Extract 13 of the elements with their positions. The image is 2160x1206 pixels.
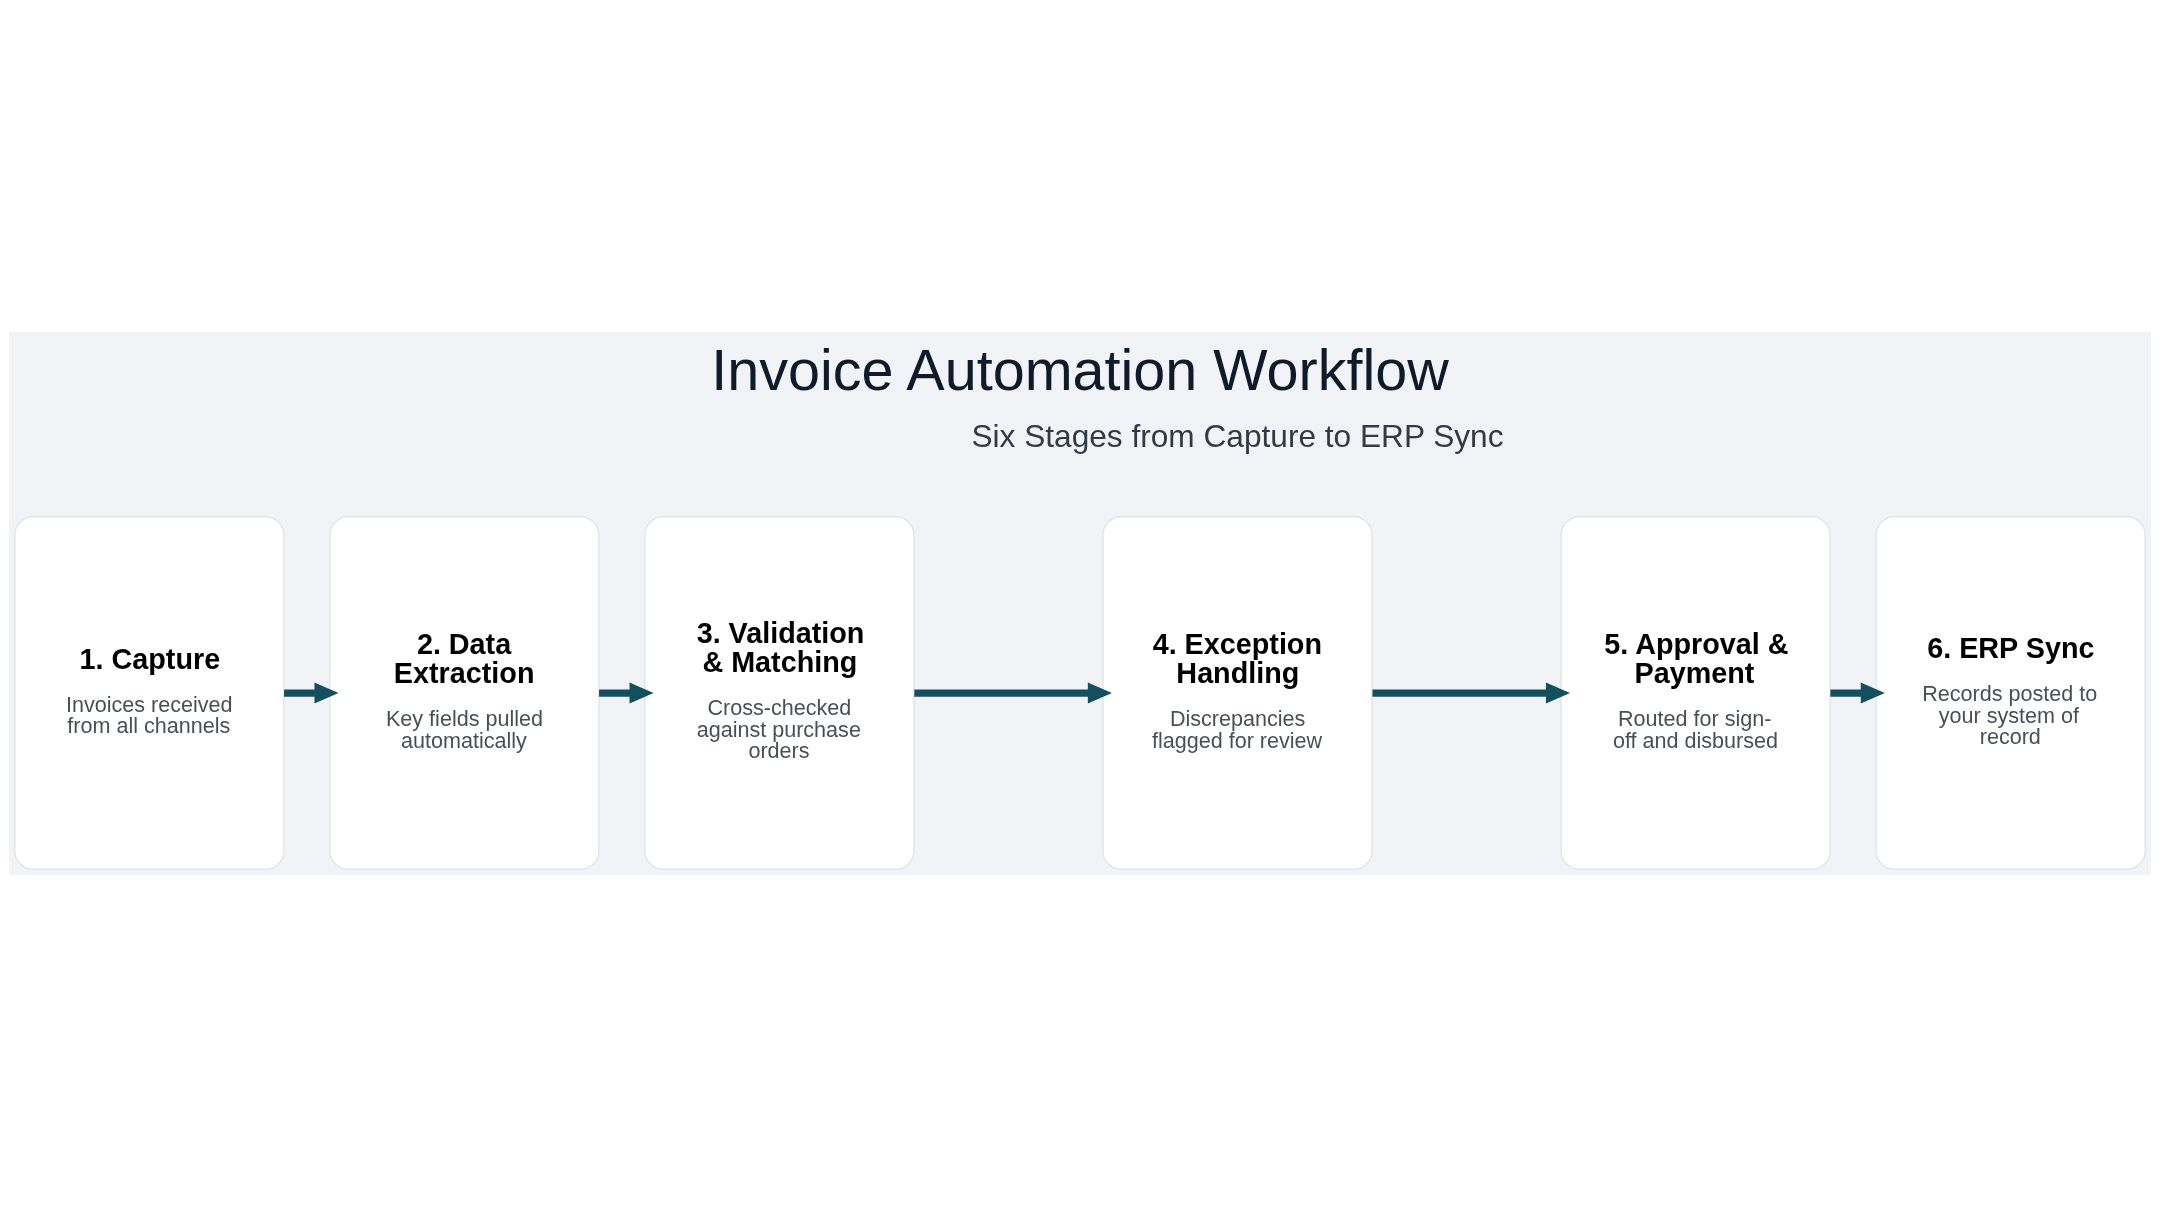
diagram-title: Invoice Automation Workflow (711, 337, 1449, 402)
node-box: 4. Exception Handling Discrepancies flagged for review (1102, 515, 1373, 870)
node-box: 2. Data Extraction Key fields pulled automatically (329, 515, 600, 870)
arrow (599, 682, 654, 704)
arrow (914, 682, 1112, 704)
node-box: 6. ERP Sync Records posted to your system of record (1875, 515, 2146, 870)
node-box: 5. Approval & Payment Routed for sign-off and disbursed (1560, 515, 1831, 870)
arrow (1372, 682, 1571, 704)
arrow (1830, 682, 1885, 704)
node-box: 1. Capture Invoices received from all channels (14, 515, 285, 870)
label: Six Stages from Capture to ERP Sync (971, 417, 1504, 453)
arrow (284, 682, 339, 704)
node-box: 3. Validation & Matching Cross-checked against purchase orders (644, 515, 915, 870)
